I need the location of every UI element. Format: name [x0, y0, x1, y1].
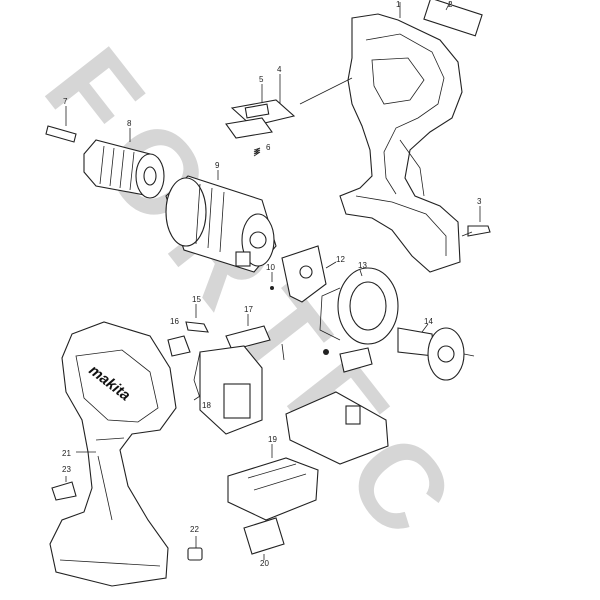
motor-stator-part-13 — [319, 267, 399, 355]
callout-labels: 1 2 3 4 5 6 7 8 9 10 12 13 14 15 16 17 1… — [62, 0, 482, 568]
callout-15: 15 — [192, 295, 201, 304]
plate-part-12 — [281, 245, 337, 303]
callout-5: 5 — [259, 75, 264, 84]
callout-10: 10 — [266, 263, 275, 272]
block-part-17 — [225, 314, 271, 351]
callout-4: 4 — [277, 65, 282, 74]
label-part-23 — [51, 476, 77, 501]
callout-2: 2 — [448, 0, 453, 9]
label-part-20 — [243, 517, 285, 560]
housing-right-half — [339, 0, 483, 273]
callout-7: 7 — [63, 97, 68, 106]
switch-part-18 — [193, 345, 263, 435]
callout-20: 20 — [260, 559, 269, 568]
small-part-15 — [185, 304, 209, 333]
drill-chuck-part-8 — [83, 128, 165, 199]
callout-6: 6 — [266, 143, 271, 152]
controller-board — [285, 347, 389, 465]
screw-part-3 — [461, 206, 491, 237]
callout-12: 12 — [336, 255, 345, 264]
callout-16: 16 — [170, 317, 179, 326]
housing-left-half-part-21: makita — [49, 321, 177, 587]
callout-18: 18 — [202, 401, 211, 410]
battery-terminal-part-19 — [227, 444, 319, 521]
callout-22: 22 — [190, 525, 199, 534]
callout-21: 21 — [62, 449, 71, 458]
callout-17: 17 — [244, 305, 253, 314]
callout-3: 3 — [477, 197, 482, 206]
screw-part-7 — [45, 106, 77, 143]
spring-part-6 — [253, 147, 261, 157]
callout-23: 23 — [62, 465, 71, 474]
callout-9: 9 — [215, 161, 220, 170]
pin-part-10 — [270, 272, 274, 290]
connector-part-22 — [187, 536, 203, 561]
switch-plate-part-5 — [225, 74, 353, 139]
callout-1: 1 — [396, 0, 401, 9]
leader-lines — [193, 343, 285, 401]
callout-14: 14 — [424, 317, 433, 326]
small-part-16 — [167, 335, 191, 357]
gear-assembly-part-9 — [165, 170, 277, 273]
rotor-fan-part-14 — [397, 323, 475, 381]
callout-8: 8 — [127, 119, 132, 128]
label-plate-1 — [423, 0, 483, 37]
callout-13: 13 — [358, 261, 367, 270]
callout-19: 19 — [268, 435, 277, 444]
